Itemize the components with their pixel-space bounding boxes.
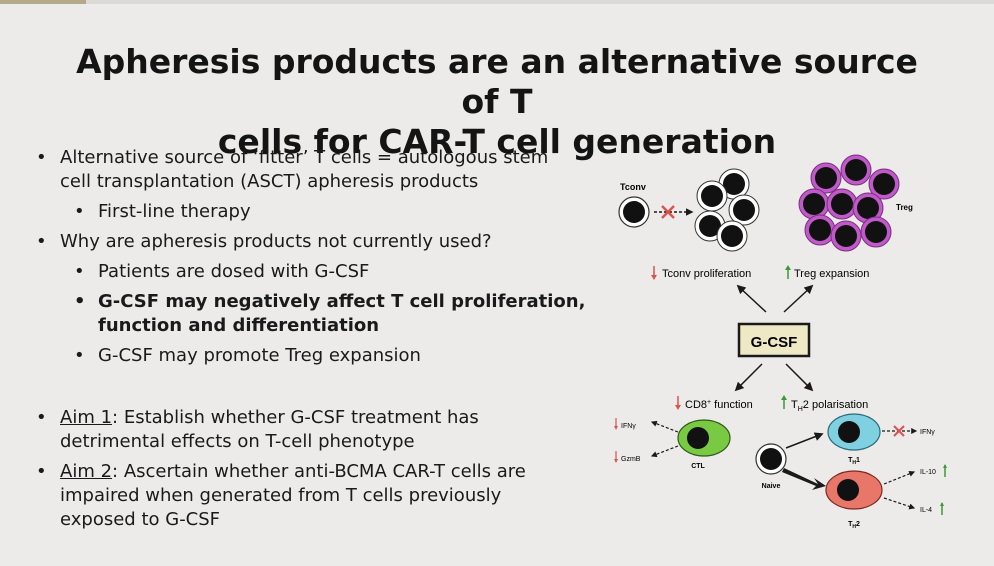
sub-bullet-gcsf-negative: G-CSF may negatively affect T cell proli…	[30, 290, 590, 338]
gzmb-down-arrow-icon	[614, 451, 618, 463]
bullet-text: cell transplantation (ASCT) apheresis pr…	[60, 171, 479, 192]
naive-to-th1-arrow	[785, 432, 824, 449]
tconv-down-arrow-icon	[651, 266, 657, 280]
tconv-block-x-icon	[661, 205, 675, 219]
ctl-label: CTL	[691, 463, 705, 470]
th2-up-arrow-icon	[781, 395, 787, 409]
th2-sub: H	[852, 524, 856, 530]
ctl-cell	[677, 419, 731, 457]
th2-num: 2	[856, 521, 860, 528]
bullet-text: impaired when generated from T cells pre…	[60, 485, 502, 506]
il4-label: IL-4	[920, 507, 932, 514]
th2-il4-arrow	[883, 497, 916, 510]
th2-pol-sub: H	[798, 406, 803, 413]
bullet-text: G-CSF may negatively affect T cell proli…	[98, 291, 586, 312]
bullet-text: exposed to G-CSF	[60, 509, 221, 530]
top-bar	[0, 0, 994, 4]
tconv-cluster-cells	[694, 168, 760, 252]
title-line-1: Apheresis products are an alternative so…	[76, 42, 918, 121]
tconv-single-cell	[618, 196, 650, 228]
bullet-text: : Ascertain whether anti-BCMA CAR-T cell…	[112, 461, 526, 482]
th2-polarisation-label: TH2 polarisation	[791, 399, 868, 413]
il10-up-arrow-icon	[943, 464, 947, 477]
tconv-label: Tconv	[620, 182, 646, 192]
th2-pol-text: 2 polarisation	[803, 399, 868, 411]
bullet-aim-1: Aim 1: Establish whether G-CSF treatment…	[30, 406, 590, 454]
arrow-to-treg	[783, 284, 814, 313]
gzmb-label: GzmB	[621, 456, 641, 463]
aim-label: Aim 1	[60, 407, 113, 428]
naive-to-th2-arrow	[782, 468, 826, 490]
th1-sub: H	[852, 460, 856, 466]
cd8-down-arrow-icon	[675, 396, 681, 410]
ifng-left-down-arrow-icon	[614, 418, 618, 430]
bullet-aim-2: Aim 2: Ascertain whether anti-BCMA CAR-T…	[30, 460, 590, 532]
th1-t: T	[848, 457, 853, 464]
cd8-function-label: CD8+ function	[685, 399, 753, 411]
bullet-why-not-used: Why are apheresis products not currently…	[30, 230, 590, 254]
ifng-right-label: IFNγ	[920, 429, 935, 436]
th1-label: TH1	[848, 457, 860, 466]
slide-title: Apheresis products are an alternative so…	[60, 42, 934, 162]
th2-cell	[825, 470, 883, 510]
ctl-gzmb-arrow	[650, 445, 679, 458]
th2-pol-t: T	[791, 399, 798, 411]
th1-block-x-icon	[893, 425, 905, 437]
treg-label: Treg	[896, 203, 913, 212]
bullet-alternative-source: Alternative source of ‘fitter’ T cells =…	[30, 146, 590, 194]
th2-t: T	[848, 521, 853, 528]
il10-label: IL-10	[920, 469, 936, 476]
gcsf-box	[737, 322, 811, 358]
ifng-left-label: IFNγ	[621, 423, 636, 430]
sub-bullet-gcsf-treg: G-CSF may promote Treg expansion	[30, 344, 590, 368]
sub-bullet-first-line: First-line therapy	[30, 200, 590, 224]
arrow-to-tconv	[736, 284, 767, 313]
bullet-text: Alternative source of ‘fitter’ T cells =…	[60, 147, 549, 168]
il4-up-arrow-icon	[940, 502, 944, 515]
cd8-superscript: +	[707, 399, 711, 406]
treg-cluster-cells	[798, 154, 900, 252]
th2-label: TH2	[848, 521, 860, 530]
treg-up-arrow-icon	[785, 265, 791, 279]
sub-bullet-gcsf-dosed: Patients are dosed with G-CSF	[30, 260, 590, 284]
cd8-function-text: function	[711, 399, 753, 411]
gcsf-label: G-CSF	[751, 334, 798, 351]
treg-expansion-label: Treg expansion	[794, 268, 869, 280]
bullet-list: Alternative source of ‘fitter’ T cells =…	[30, 146, 590, 532]
th1-cell	[827, 413, 881, 451]
aim-label: Aim 2	[60, 461, 113, 482]
naive-label: Naive	[762, 483, 781, 490]
bullet-text: function and differentiation	[98, 315, 380, 336]
naive-cell	[755, 443, 787, 475]
gcsf-effects-diagram: Tconv Treg Tconv proliferation Treg e	[614, 154, 947, 530]
bullet-text: : Establish whether G-CSF treatment has	[112, 407, 479, 428]
cd8-text: CD8	[685, 399, 707, 411]
ctl-ifng-arrow	[650, 420, 679, 433]
tconv-proliferation-label: Tconv proliferation	[662, 268, 751, 280]
th2-il10-arrow	[883, 470, 916, 485]
bullet-text: detrimental effects on T-cell phenotype	[60, 431, 415, 452]
arrow-to-th2	[785, 363, 814, 392]
th1-num: 1	[856, 457, 860, 464]
arrow-to-cd8	[734, 363, 763, 392]
